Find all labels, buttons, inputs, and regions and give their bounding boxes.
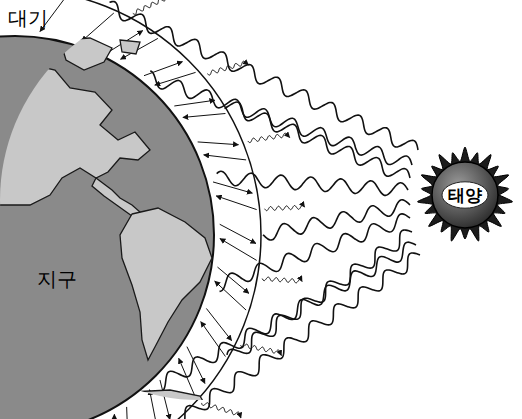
continent	[92, 178, 140, 216]
sun-body	[432, 162, 498, 228]
sunlight-wave	[225, 102, 410, 178]
sun-flames	[417, 147, 512, 241]
continent	[120, 40, 140, 54]
sunlight-wave	[217, 171, 408, 195]
reflected-ray	[174, 100, 214, 106]
reflected-ray	[82, 13, 114, 41]
atmosphere-band-label: 대기	[8, 6, 48, 30]
emitted-radiation	[133, 0, 172, 14]
reflected-ray	[198, 142, 239, 145]
sunlight-wave	[263, 200, 410, 240]
earth-globe-label: 지구	[37, 267, 77, 291]
emitted-radiation	[207, 61, 248, 75]
atmosphere-band: 대기지구	[0, 0, 262, 419]
emitted-radiation	[262, 277, 302, 283]
reflected-ray	[217, 267, 248, 293]
earth-globe-outline	[0, 35, 215, 419]
reflected-ray	[213, 182, 252, 193]
reflected-ray	[183, 114, 226, 118]
reflected-ray	[204, 155, 246, 160]
reflected-ray	[215, 281, 246, 310]
sun-circle: 태양	[430, 160, 500, 230]
emitted-radiation	[248, 133, 290, 142]
atmosphere-outline	[0, 0, 261, 419]
continent	[120, 208, 212, 360]
sunlight-wave	[220, 214, 410, 292]
emitted-radiation	[202, 403, 241, 418]
reflected-ray	[155, 72, 196, 85]
ocean	[0, 36, 214, 419]
continent	[60, 38, 112, 70]
reflected-ray	[206, 308, 231, 340]
reflected-ray	[113, 414, 115, 419]
continent	[30, 44, 52, 60]
continent	[0, 62, 150, 205]
reflected-ray	[187, 347, 205, 384]
continent	[80, 390, 220, 419]
earth-globe: 지구	[0, 35, 215, 419]
reflected-ray	[121, 38, 158, 59]
reflected-ray	[144, 62, 182, 76]
emitted-radiation	[241, 344, 282, 355]
reflected-ray	[160, 380, 170, 419]
reflected-ray	[220, 239, 257, 261]
sun-circle-label: 태양	[448, 185, 482, 205]
reflected-ray	[220, 224, 256, 243]
reflected-ray	[201, 322, 226, 357]
emitted-radiation	[265, 205, 305, 211]
sun-label-patch	[442, 182, 488, 208]
reflected-ray	[127, 407, 128, 419]
reflected-ray	[216, 196, 256, 210]
